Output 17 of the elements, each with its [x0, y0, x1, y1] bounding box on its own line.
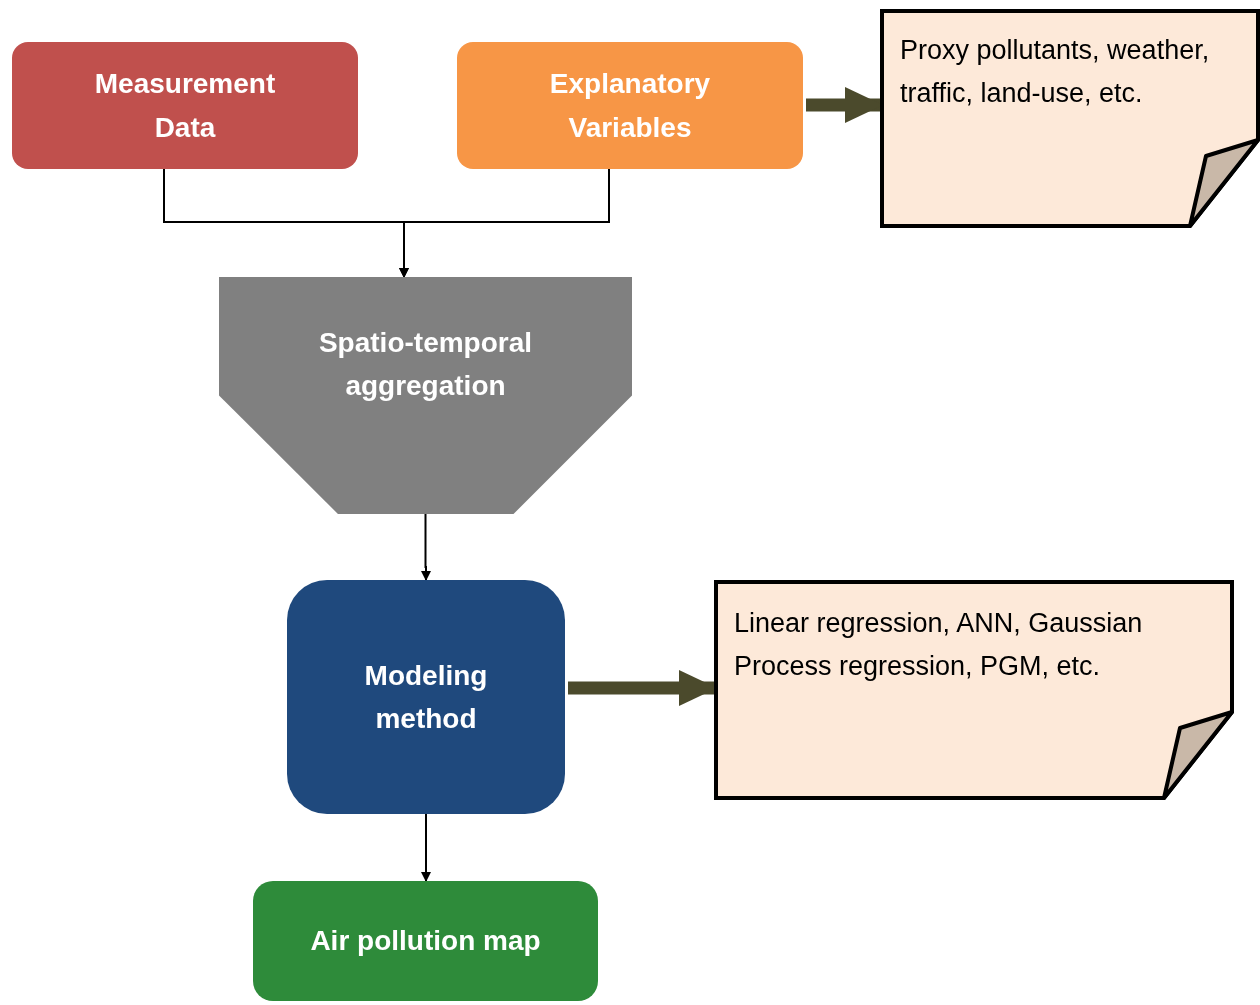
arrow — [399, 168, 610, 278]
node-label: Modeling method — [363, 658, 489, 736]
note-card — [880, 9, 1260, 228]
process-box — [457, 42, 803, 169]
note-text: Proxy pollutants, weather, traffic, land-use, etc. — [900, 34, 1211, 111]
node-label: Spatio-temporal aggregation — [317, 326, 534, 404]
node-label: Air pollution map — [310, 924, 541, 959]
process-box — [287, 580, 565, 814]
arrow — [421, 513, 431, 581]
node-label: Measurement Data — [93, 67, 277, 145]
funnel-shape — [219, 277, 632, 514]
node-label: Explanatory Variables — [548, 67, 712, 145]
process-box — [253, 881, 598, 1001]
arrow — [421, 813, 431, 882]
process-box — [12, 42, 358, 169]
note-card — [714, 580, 1234, 800]
note-text: Linear regression, ANN, Gaussian Process regression, PGM, etc. — [734, 607, 1144, 684]
